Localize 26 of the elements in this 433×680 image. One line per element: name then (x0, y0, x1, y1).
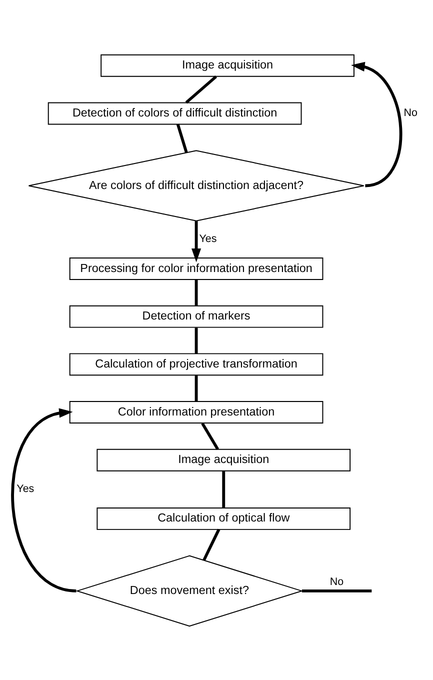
connector (194, 375, 198, 401)
connector (176, 123, 188, 152)
node-box: Color information presentation (69, 400, 324, 423)
arrow (351, 61, 402, 187)
connector (201, 422, 220, 450)
node-box: Detection of colors of difficult distinction (48, 102, 302, 124)
node-diamond: Does movement exist? (76, 554, 304, 626)
node-diamond: Are colors of difficult distinction adjacent? (28, 150, 364, 221)
node-box: Processing for color information presentation (69, 257, 324, 280)
edge-label: Yes (199, 232, 217, 245)
node-box: Image acquisition (96, 448, 351, 471)
edge-label: No (330, 575, 344, 588)
connector (202, 528, 220, 560)
connector (222, 470, 226, 508)
node-box: Image acquisition (100, 54, 354, 76)
connector (194, 279, 198, 306)
node-box: Calculation of optical flow (96, 506, 351, 530)
edge-label: No (404, 106, 418, 119)
node-box: Calculation of projective transformation (69, 352, 324, 376)
edge-label: Yes (16, 482, 34, 495)
connector (185, 74, 218, 104)
node-box: Detection of markers (69, 304, 324, 328)
arrow (191, 220, 202, 262)
arrow (11, 408, 76, 592)
connector (302, 588, 372, 592)
connector (194, 327, 198, 354)
